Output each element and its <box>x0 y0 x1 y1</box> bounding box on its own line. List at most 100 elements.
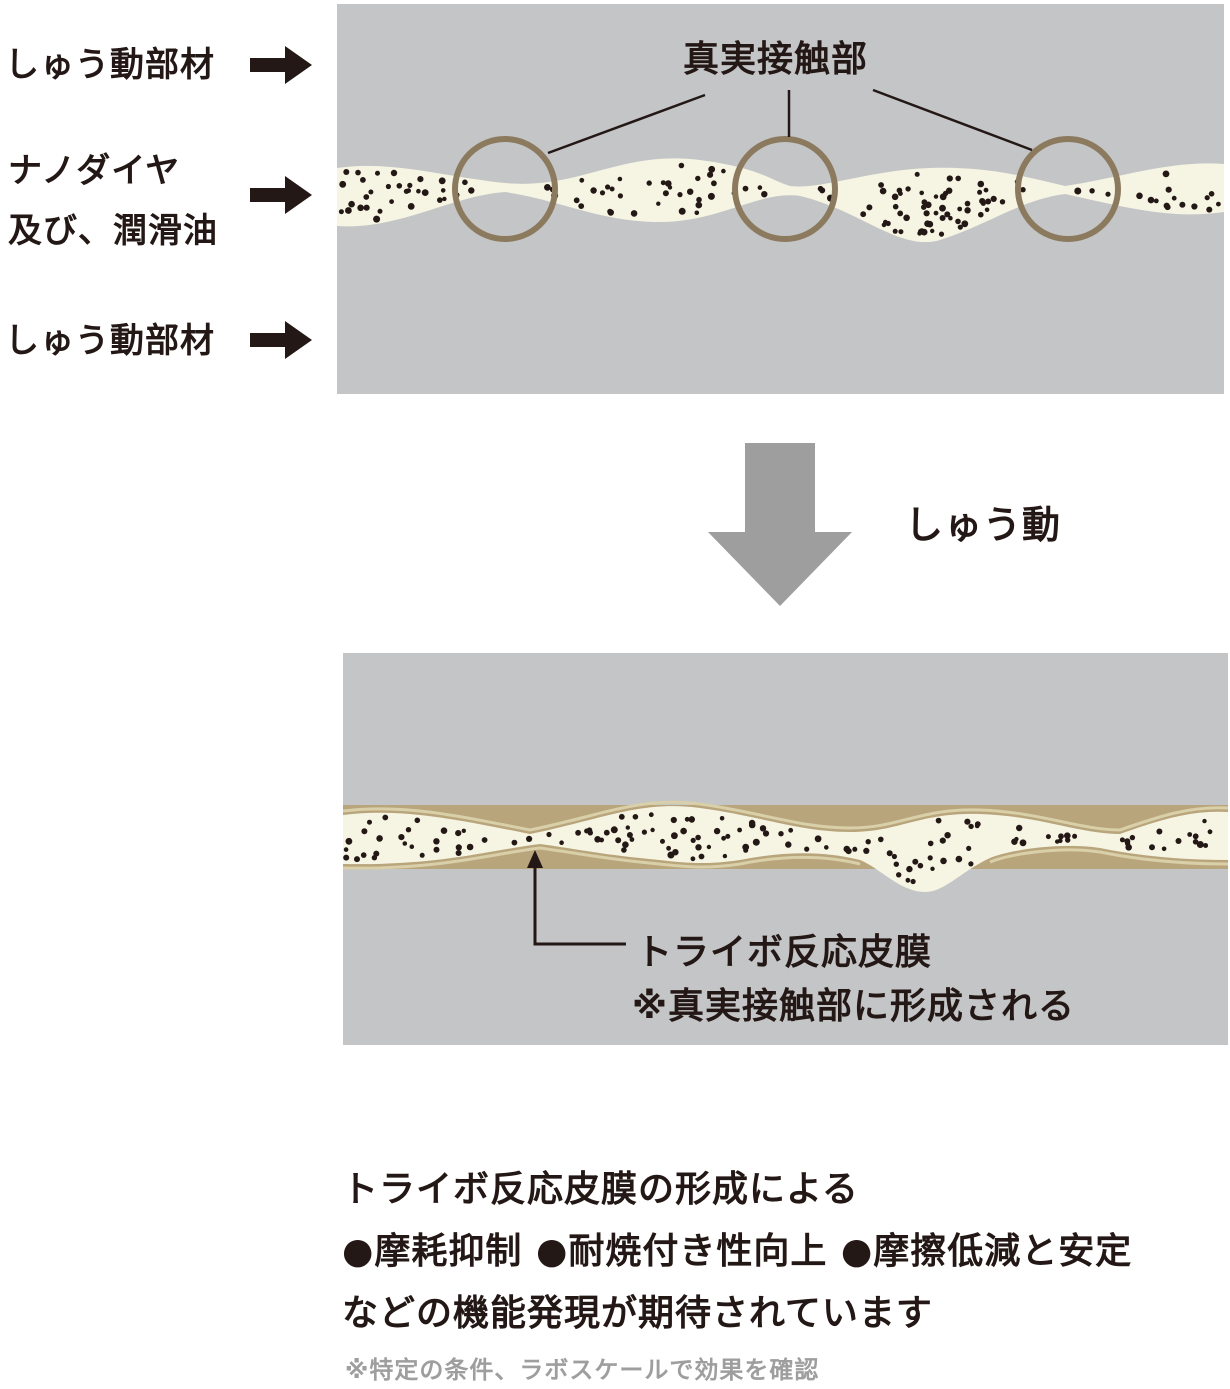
particle-dot <box>1058 833 1064 840</box>
particle-dot <box>455 850 462 856</box>
particle-dot <box>757 185 763 190</box>
particle-dot <box>865 839 871 845</box>
particle-dot <box>695 834 701 841</box>
particle-dot <box>402 841 408 846</box>
particle-dot <box>1045 834 1051 840</box>
particle-dot <box>695 175 701 182</box>
particle-dot <box>944 832 951 839</box>
particle-dot <box>860 211 867 218</box>
particle-dot <box>1162 170 1170 178</box>
particle-dot <box>687 188 694 195</box>
particle-dot <box>607 209 614 216</box>
particle-dot <box>919 190 924 196</box>
particle-dot <box>361 828 368 835</box>
particle-dot <box>650 827 655 833</box>
particle-dot <box>892 203 899 210</box>
particle-dot <box>511 839 518 846</box>
summary-line-3: などの機能発現が期待されています <box>342 1293 933 1334</box>
particle-dot <box>363 204 370 211</box>
particle-dot <box>1147 196 1155 204</box>
particle-dot <box>708 165 716 173</box>
particle-dot <box>641 829 648 835</box>
particle-dot <box>742 185 749 192</box>
particle-dot <box>1207 829 1213 835</box>
oil-particles-top <box>338 162 1221 237</box>
particle-dot <box>622 841 629 848</box>
particle-dot <box>933 210 939 216</box>
particle-dot <box>966 845 972 852</box>
particle-dot <box>957 224 963 230</box>
particle-dot <box>1196 841 1204 848</box>
particle-dot <box>690 837 696 844</box>
particle-dot <box>440 827 448 834</box>
particle-dot <box>706 844 712 850</box>
particle-dot <box>625 825 630 830</box>
particle-dot <box>468 187 475 194</box>
oil-layer-top <box>337 158 1224 243</box>
particle-dot <box>891 193 899 201</box>
particle-dot <box>955 855 963 863</box>
particle-dot <box>373 215 381 223</box>
tribo-film-note: ※真実接触部に形成される <box>632 986 1075 1027</box>
particle-dot <box>804 846 810 852</box>
arrow-right-icon <box>250 46 312 84</box>
particle-dot <box>897 210 904 217</box>
particle-dot <box>403 188 409 194</box>
particle-dot <box>999 199 1006 205</box>
particle-dot <box>879 187 887 195</box>
particle-dot <box>843 845 851 853</box>
particle-dot <box>878 836 884 843</box>
particle-dot <box>923 210 930 217</box>
particle-dot <box>852 846 858 852</box>
particle-dot <box>371 855 378 861</box>
particle-dot <box>440 188 446 193</box>
particle-dot <box>670 816 677 824</box>
particle-dot <box>939 837 946 844</box>
particle-dot <box>339 180 347 188</box>
particle-dot <box>573 197 580 204</box>
particle-dot <box>863 847 870 855</box>
particle-dot <box>615 837 622 844</box>
particle-dot <box>719 816 725 821</box>
particle-dot <box>355 169 361 176</box>
label-nanodiamond-line1: ナノダイヤ <box>8 151 181 191</box>
particle-dot <box>940 857 947 865</box>
particle-dot <box>694 210 700 216</box>
particle-dot <box>917 862 924 869</box>
particle-dot <box>1058 838 1063 844</box>
leader-line-1 <box>547 93 706 155</box>
particle-dot <box>621 847 627 853</box>
particle-dot <box>656 201 661 206</box>
particle-dot <box>1206 206 1213 213</box>
down-arrow-icon <box>708 443 852 606</box>
particle-dot <box>910 878 916 885</box>
particle-dot <box>933 194 939 199</box>
particle-dot <box>618 813 625 820</box>
particle-dot <box>866 204 873 211</box>
particle-dot <box>1203 843 1209 848</box>
particle-dot <box>416 188 421 194</box>
particle-dot <box>481 837 488 843</box>
particle-dot <box>721 168 726 174</box>
particle-dot <box>906 865 913 873</box>
particle-dot <box>462 179 468 186</box>
particle-dot <box>455 830 462 837</box>
particle-dot <box>925 201 932 209</box>
particle-dot <box>662 190 669 197</box>
particle-dot <box>421 189 429 197</box>
particle-dot <box>605 184 611 190</box>
particle-dot <box>878 182 884 188</box>
contact-circle-3 <box>1015 136 1121 242</box>
particle-dot <box>1153 198 1159 204</box>
particle-dot <box>667 185 673 190</box>
particle-dot <box>737 827 742 833</box>
particle-dot <box>433 838 440 845</box>
particle-dot <box>946 175 953 182</box>
particle-dot <box>343 854 350 861</box>
particle-dot <box>785 841 792 848</box>
particle-dot <box>886 850 893 857</box>
particle-dot <box>345 207 352 214</box>
particle-dot <box>578 203 585 210</box>
particle-dot <box>389 199 394 205</box>
particle-dot <box>666 845 671 851</box>
